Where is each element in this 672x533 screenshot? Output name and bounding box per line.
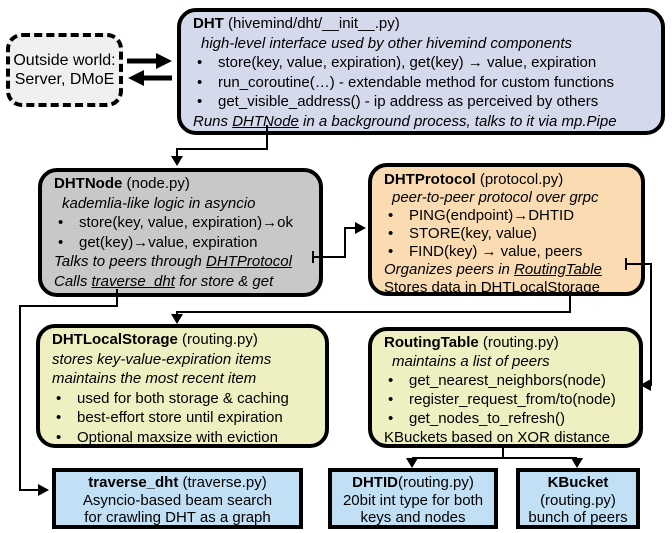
traverse-dht-name: traverse_dht xyxy=(88,474,179,491)
dhtprotocol-bullet-1: •PING(endpoint)→DHTID xyxy=(384,207,635,225)
dhtid-title: DHTID(routing.py) xyxy=(332,474,494,492)
routingtable-title: RoutingTable (routing.py) xyxy=(384,333,633,352)
routingtable-name: RoutingTable xyxy=(384,334,479,351)
bullet-glyph: • xyxy=(388,410,394,427)
dhtnode-footer-2: Calls traverse_dht for store & get xyxy=(54,272,274,290)
bullet-glyph: • xyxy=(58,233,64,251)
dhtprotocol-subtitle: peer-to-peer protocol over grpc xyxy=(392,189,599,206)
routingtable-box: RoutingTable (routing.py) maintains a li… xyxy=(368,327,643,448)
bullet-glyph: • xyxy=(56,409,62,426)
dhtnode-bullet-2: •get(key)→value, expiration xyxy=(54,233,313,253)
dhtprotocol-bullet-2: •STORE(key, value) xyxy=(384,225,635,243)
bullet-glyph: • xyxy=(388,243,394,260)
dhtprotocol-file: (protocol.py) xyxy=(475,171,564,188)
bullet-glyph: • xyxy=(388,391,394,408)
outside-dht-arrow-left xyxy=(128,70,172,86)
routingtable-bullet-2: •register_request_from/to(node) xyxy=(384,390,633,409)
outside-dht-arrow-right xyxy=(127,53,172,69)
routingtable-to-children-connector xyxy=(406,446,583,468)
traverse-dht-line1: Asyncio-based beam search xyxy=(82,491,273,509)
dht-box: DHT (hivemind/dht/__init__.py) high-leve… xyxy=(177,8,665,135)
dhtnode-box: DHTNode (node.py) kademlia-like logic in… xyxy=(38,168,323,297)
routingtable-bullet-1: •get_nearest_neighbors(node) xyxy=(384,371,633,390)
dhtlocalstorage-reference: LocalStorage xyxy=(511,279,600,296)
outside-world-box: Outside world: Server, DMoE xyxy=(6,33,123,107)
bullet-glyph: • xyxy=(388,225,394,242)
routingtable-reference: RoutingTable xyxy=(514,261,602,278)
dhtnode-title: DHTNode (node.py) xyxy=(54,174,313,194)
dhtid-box: DHTID(routing.py) 20bit int type for bot… xyxy=(328,468,498,529)
routingtable-bullet-3: •get_nodes_to_refresh() xyxy=(384,409,633,428)
bullet-glyph: • xyxy=(388,372,394,389)
dhtprotocol-title: DHTProtocol (protocol.py) xyxy=(384,171,635,189)
dhtlocalstorage-subtitle-1: stores key-value-expiration items xyxy=(52,350,272,368)
dhtprotocol-box: DHTProtocol (protocol.py) peer-to-peer p… xyxy=(368,163,645,296)
dhtprotocol-name: DHTProtocol xyxy=(384,171,476,188)
dhtprotocol-footer-1: Organizes peers in RoutingTable xyxy=(384,261,602,278)
dhtlocalstorage-title: DHTLocalStorage (routing.py) xyxy=(52,330,319,350)
traverse-dht-line2: for crawling DHT as a graph xyxy=(84,509,271,526)
dhtnode-file: (node.py) xyxy=(122,175,190,192)
dhtnode-subtitle: kademlia-like logic in asyncio xyxy=(62,194,256,212)
traverse-dht-file: (traverse.py) xyxy=(178,474,267,491)
dht-file: (hivemind/dht/__init__.py) xyxy=(223,15,400,32)
kbucket-name: KBucket xyxy=(547,474,609,491)
dhtnode-bullet-1: •store(key, value, expiration)→ok xyxy=(54,213,313,233)
bullet-glyph: • xyxy=(197,54,203,71)
dhtlocalstorage-bullet-2: •best-effort store until expiration xyxy=(52,408,319,428)
dhtid-name: DHTID xyxy=(352,474,398,491)
dht-subtitle: high-level interface used by other hivem… xyxy=(201,34,573,52)
dhtnode-footer-1: Talks to peers through DHTProtocol xyxy=(54,253,292,270)
bullet-glyph: • xyxy=(58,214,64,231)
dht-title: DHT (hivemind/dht/__init__.py) xyxy=(193,14,655,34)
dhtid-line2: keys and nodes xyxy=(360,509,466,526)
dhtlocalstorage-file: (routing.py) xyxy=(177,331,258,348)
routingtable-subtitle: maintains a list of peers xyxy=(392,353,550,370)
dht-name: DHT xyxy=(193,15,224,32)
dht-footer: Runs DHTNode in a background process, ta… xyxy=(193,112,617,130)
dhtid-file: (routing.py) xyxy=(397,474,474,491)
kbucket-file: (routing.py) xyxy=(540,491,616,509)
dhtid-line1: 20bit int type for both xyxy=(342,491,484,509)
dhtprotocol-bullet-3: •FIND(key) → value, peers xyxy=(384,243,635,261)
outside-world-line1: Outside world: xyxy=(13,52,116,69)
bullet-glyph: • xyxy=(388,207,394,224)
dhtprotocol-footer-2: Stores data in DHTLocalStorage xyxy=(384,279,600,296)
routingtable-file: (routing.py) xyxy=(478,334,559,351)
dht-bullet-2: •run_coroutine(…) - extendable method fo… xyxy=(193,73,655,93)
bullet-glyph: • xyxy=(56,389,62,407)
dht-bullet-3: •get_visible_address() - ip address as p… xyxy=(193,92,655,112)
dhtnode-name: DHTNode xyxy=(54,175,123,192)
dhtnode-reference: DHTNode xyxy=(232,112,299,130)
kbucket-line1: bunch of peers xyxy=(528,509,628,526)
outside-world-line2: Server, DMoE xyxy=(14,71,115,88)
traverse-dht-title: traverse_dht (traverse.py) xyxy=(56,474,299,492)
traverse-dht-reference: traverse_dht xyxy=(91,272,175,290)
dhtlocalstorage-bullet-1: •used for both storage & caching xyxy=(52,389,319,409)
dhtlocalstorage-box: DHTLocalStorage (routing.py) stores key-… xyxy=(36,324,329,448)
routingtable-footer: KBuckets based on XOR distance xyxy=(384,429,610,446)
kbucket-title: KBucket xyxy=(520,474,636,492)
bullet-glyph: • xyxy=(197,93,203,110)
dhtlocalstorage-subtitle-2: maintains the most recent item xyxy=(52,370,257,387)
dhtprotocol-reference: DHTProtocol xyxy=(206,253,292,270)
kbucket-box: KBucket (routing.py) bunch of peers xyxy=(516,468,640,529)
traverse-dht-box: traverse_dht (traverse.py) Asyncio-based… xyxy=(52,468,303,529)
bullet-glyph: • xyxy=(197,73,203,91)
dhtlocalstorage-bullet-3: •Optional maxsize with eviction xyxy=(52,428,319,448)
bullet-glyph: • xyxy=(56,428,62,446)
dht-bullet-1: •store(key, value, expiration), get(key)… xyxy=(193,53,655,73)
dhtlocalstorage-name: DHTLocalStorage xyxy=(52,331,178,348)
